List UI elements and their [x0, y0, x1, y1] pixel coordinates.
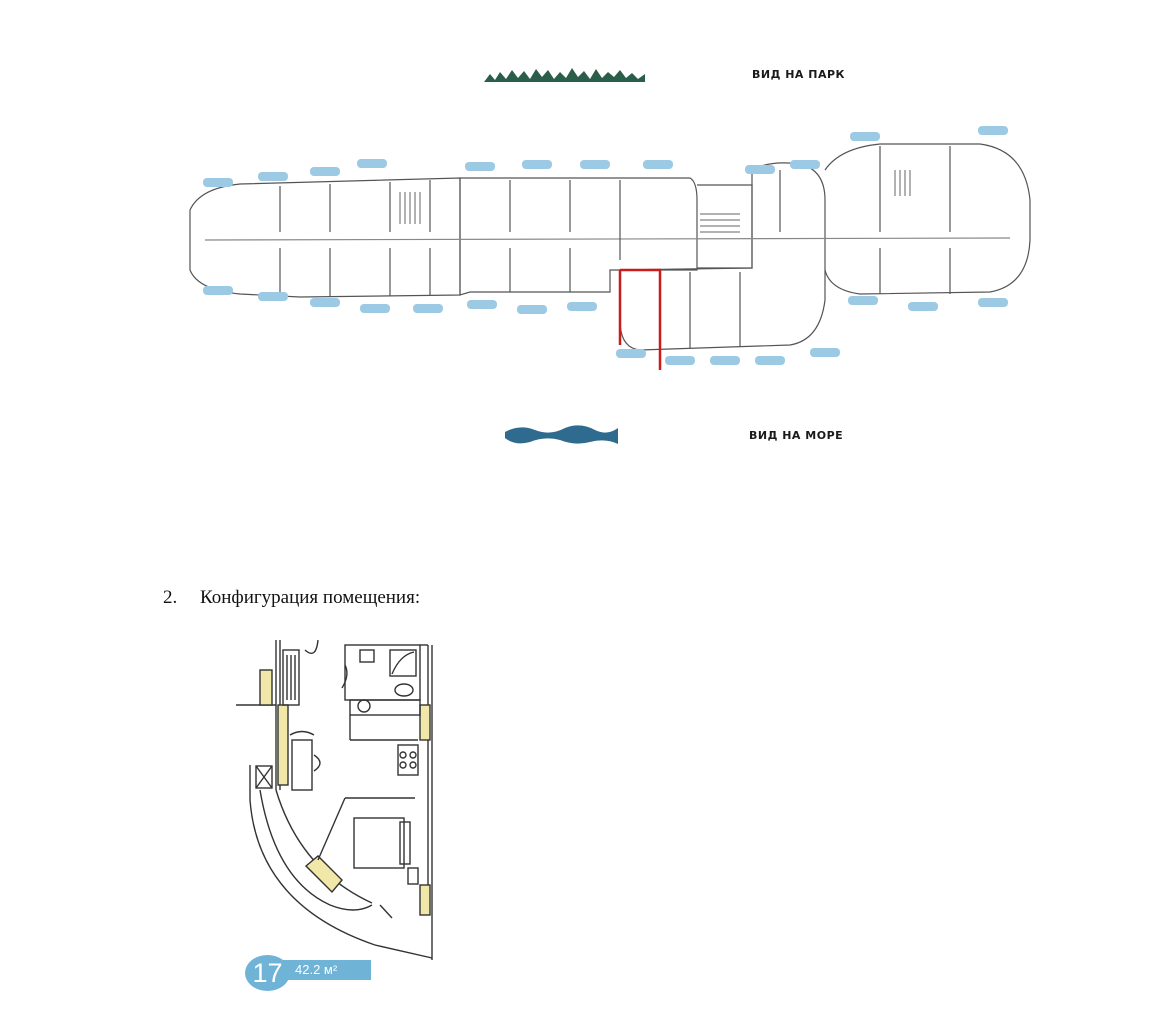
unit-number: 17	[245, 955, 290, 991]
unit-area: 42.2 м²	[283, 960, 371, 980]
sea-icon	[505, 425, 618, 444]
section-number: 2.	[163, 587, 178, 608]
park-icon	[484, 68, 645, 82]
section-title: Конфигурация помещения:	[200, 587, 421, 608]
park-view-label: ВИД НА ПАРК	[752, 68, 846, 81]
highlighted-unit-outline	[618, 268, 662, 370]
unit-plan	[236, 639, 433, 960]
section-heading: 2. Конфигурация помещения:	[163, 587, 420, 609]
sea-view-label: ВИД НА МОРЕ	[749, 429, 844, 442]
unit-badges	[203, 126, 1008, 365]
unit-badge: 42.2 м² 17	[245, 955, 371, 991]
floor-plan	[189, 143, 1031, 351]
